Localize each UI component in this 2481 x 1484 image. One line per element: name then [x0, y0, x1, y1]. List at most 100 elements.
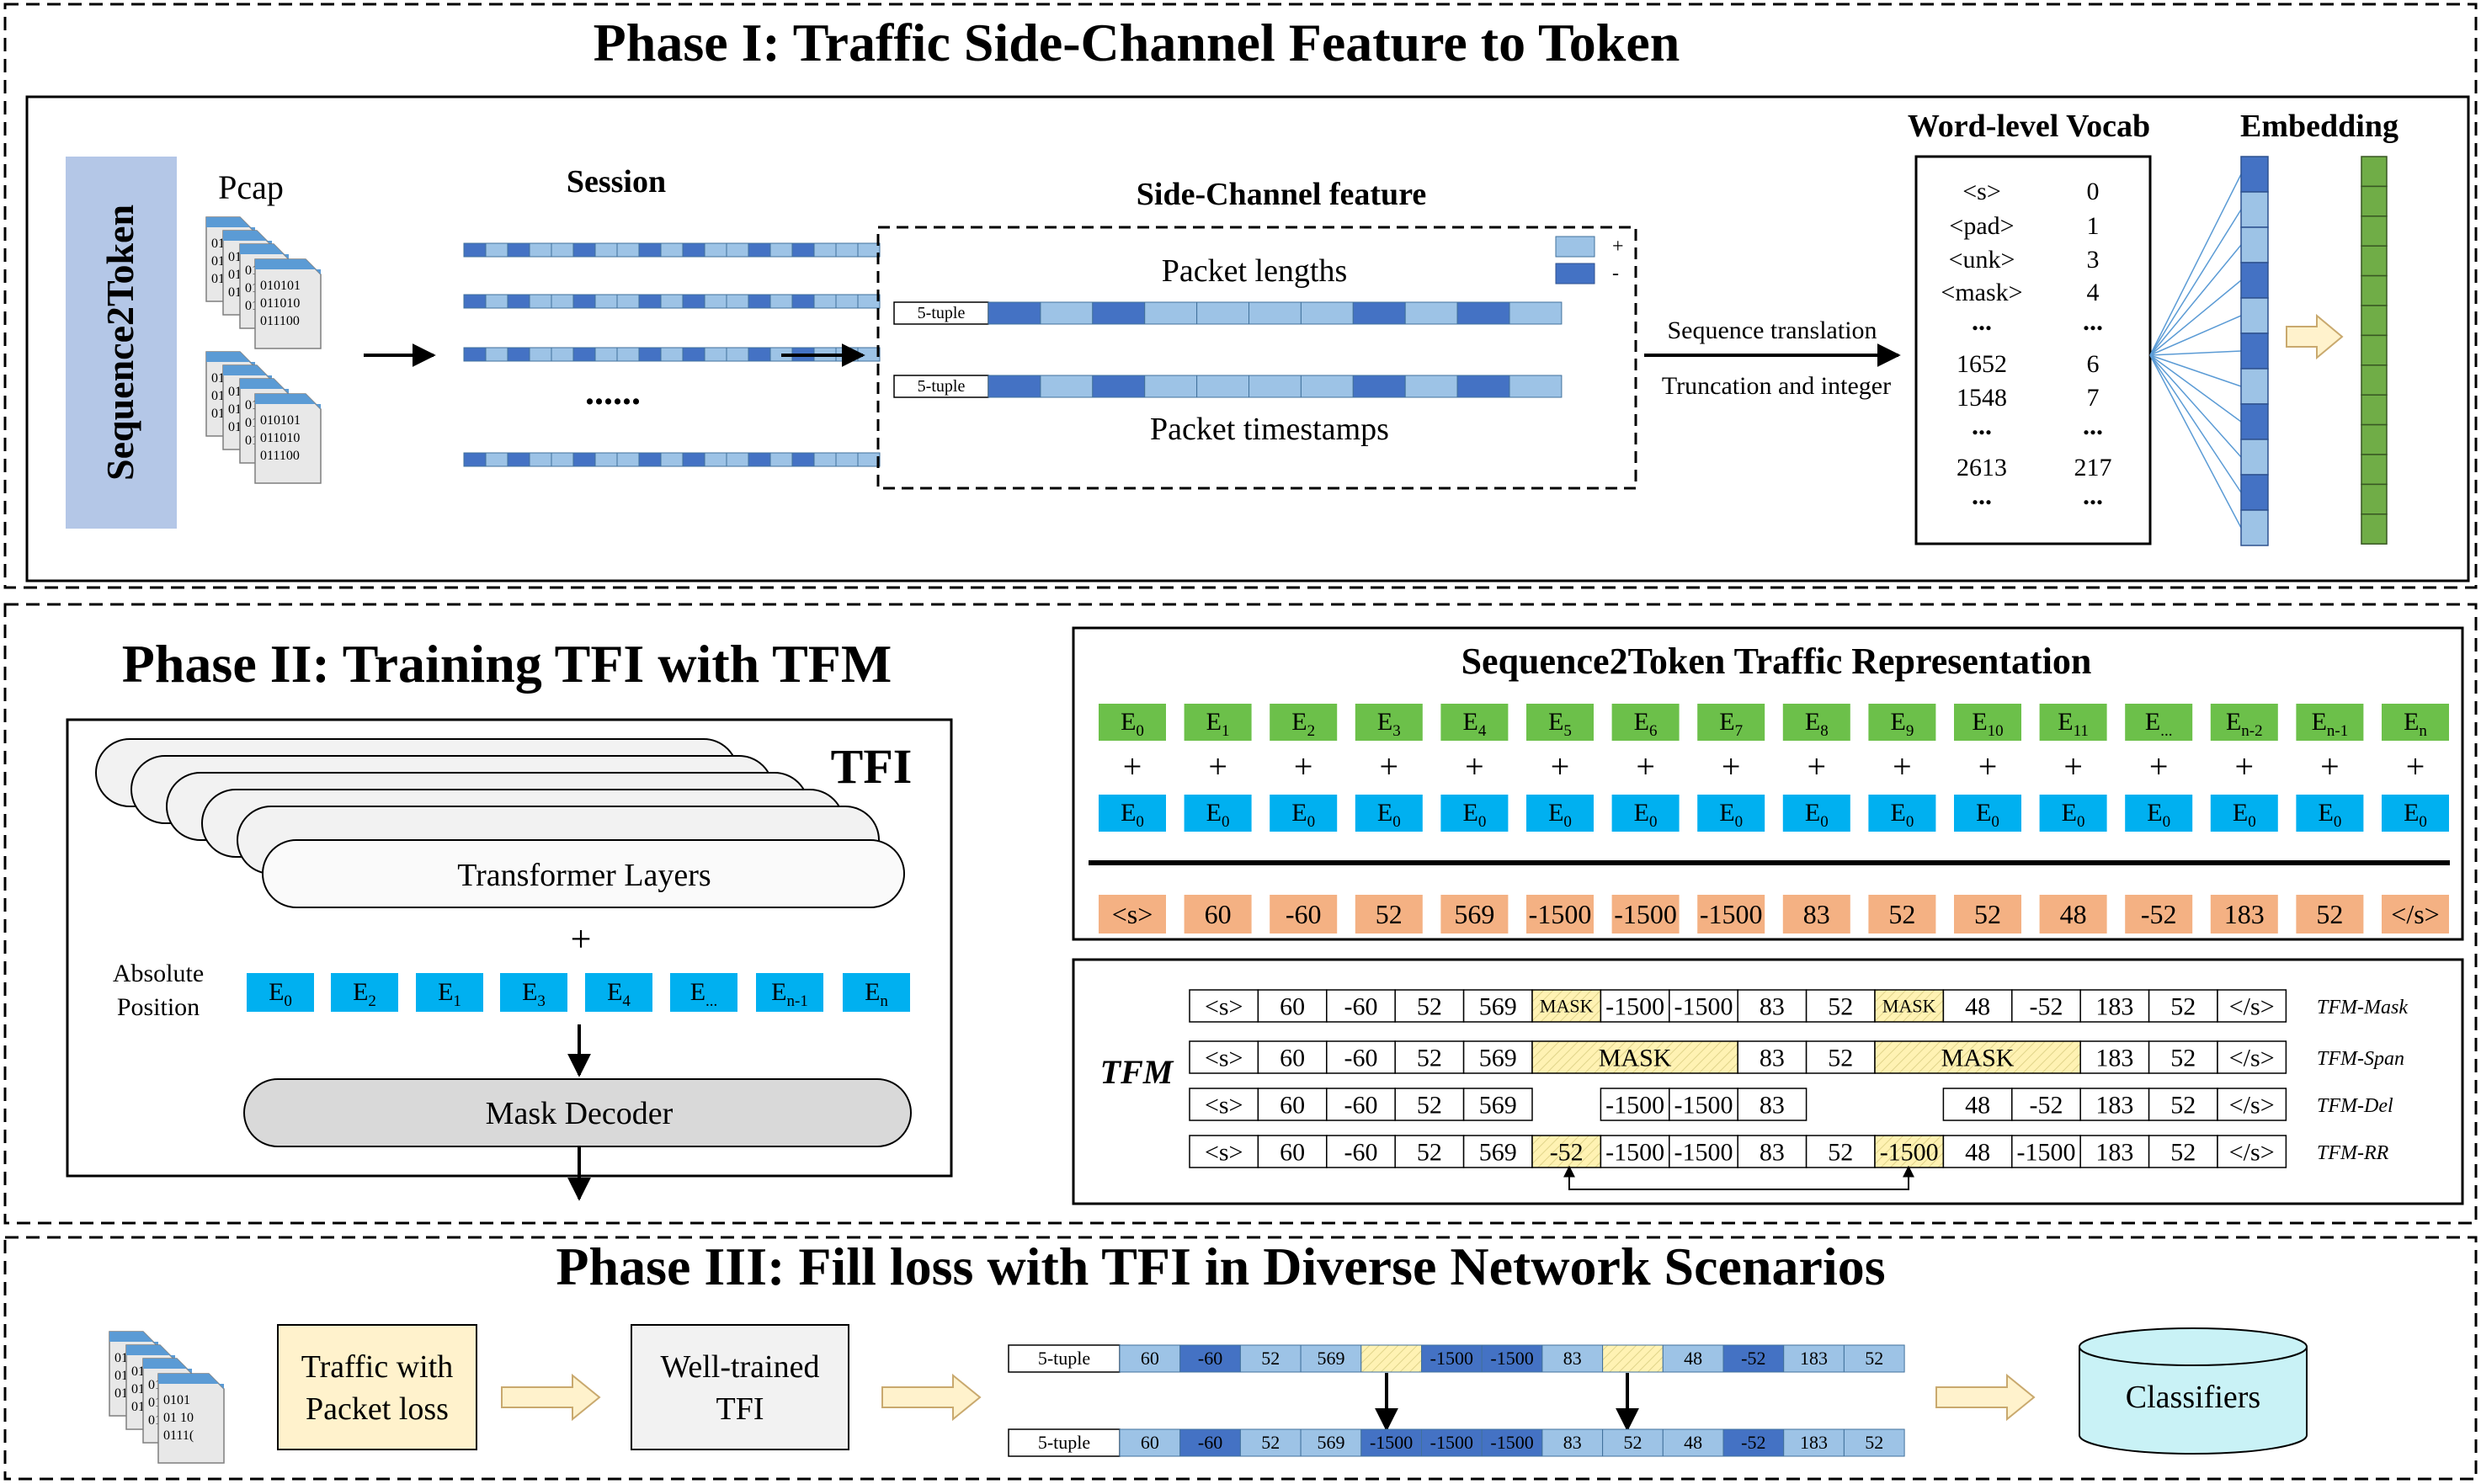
sequence-cell-label: 52: [1865, 1348, 1883, 1369]
plus-sign: +: [1294, 747, 1313, 785]
plus-sign: +: [1123, 747, 1142, 785]
tfm-cell: [1394, 1040, 1465, 1074]
tfm-cell-label: 60: [1280, 1045, 1305, 1072]
s2t-title: Sequence2Token Traffic Representation: [1461, 641, 2092, 682]
vocab-token: ...: [1972, 306, 1992, 336]
embedding-connection: [2149, 354, 2242, 493]
feature-cell: [1509, 375, 1563, 398]
tfm-cell-label: <s>: [1205, 993, 1243, 1021]
session-cell: [616, 242, 640, 258]
session-cell: [660, 294, 684, 309]
value-token: [1270, 895, 1338, 933]
vocab-vector-cell: [2240, 297, 2269, 334]
session-cell: [551, 452, 574, 467]
tfm-cell: [1257, 1040, 1328, 1074]
plus-sign: +: [1978, 747, 1998, 785]
phase3-frame: [3, 1236, 2478, 1481]
position-embedding: [2039, 795, 2107, 832]
tfm-cell: [1669, 1135, 1738, 1168]
tfm-cell-label: 52: [2170, 1045, 2196, 1072]
tfm-cell: [1737, 1135, 1808, 1168]
sequence-cell-label: 83: [1563, 1432, 1582, 1453]
sequence2token-label: Sequence2Token: [98, 205, 141, 481]
feature-cell: [1509, 301, 1563, 325]
position-token: [756, 973, 823, 1012]
sequence-cell: [1541, 1344, 1604, 1373]
embedding-vector-cell: [2361, 305, 2388, 337]
value-token: [1954, 895, 2021, 933]
position-embedding: [1184, 795, 1252, 832]
session-cell: [791, 294, 815, 309]
five-tuple-cell: [893, 375, 989, 398]
sequence-cell-label: 52: [1623, 1432, 1642, 1453]
session-cell: [857, 294, 881, 309]
tfm-cell: [1326, 989, 1396, 1023]
tfm-cell-label: 569: [1479, 1092, 1517, 1120]
sequence-cell-label: 48: [1684, 1432, 1702, 1453]
session-cell: [594, 452, 618, 467]
feature-cell: [1404, 375, 1458, 398]
embedding-title: Embedding: [2240, 109, 2398, 144]
position-embedding: [1355, 795, 1423, 832]
tfm-cell-label: 52: [2170, 1092, 2196, 1120]
tfm-box: [1072, 958, 2464, 1205]
file-bits: 010101: [260, 279, 301, 293]
position-embedding: [2382, 795, 2449, 832]
value-token: [2210, 895, 2278, 933]
plus-sign: +: [1465, 747, 1484, 785]
pcap-label: Pcap: [218, 168, 284, 206]
five-tuple-label: 5-tuple: [918, 377, 966, 396]
tfm-cell-label: 183: [2095, 1045, 2133, 1072]
session-cell: [704, 347, 727, 362]
tfm-cell-label: -60: [1344, 1045, 1378, 1072]
token-embedding: [1355, 704, 1423, 741]
token-embedding-label: E3: [1377, 708, 1401, 740]
session-cell: [748, 452, 771, 467]
plus-sign: +: [2063, 747, 2083, 785]
transformer-layer-stack: [95, 738, 905, 908]
sequence-cell: [1783, 1428, 1845, 1457]
tfm-cell-label: -52: [2030, 993, 2063, 1021]
pcap-file-stack: 0100110110100110110100110110101010110100…: [205, 351, 322, 484]
tfm-cell: [1874, 989, 1945, 1023]
tfm-cell-label: </s>: [2229, 993, 2275, 1021]
plus-row: ++++++++++++++++: [1123, 747, 2425, 785]
vocab-index: 0: [2087, 178, 2100, 205]
value-token-label: -1500: [1529, 899, 1592, 929]
tfm-cell: [1326, 1040, 1396, 1074]
session-cell: [551, 294, 574, 309]
position-embedding: [2210, 795, 2278, 832]
vocab-token: ...: [1972, 480, 1992, 510]
tfm-cell: [2148, 1135, 2218, 1168]
session-cell: [835, 294, 859, 309]
vocab-vector-cell: [2240, 262, 2269, 299]
embedding-connection: [2149, 354, 2242, 423]
sequence-translation-label: Sequence translation: [1667, 316, 1877, 344]
sequence-cell: [1481, 1428, 1543, 1457]
session-cell: [485, 294, 508, 309]
value-token-label: -52: [2141, 899, 2177, 929]
feature-cell: [1300, 301, 1354, 325]
tfi-label: TFI: [831, 739, 913, 794]
sequence-cell-label: -1500: [1490, 1348, 1533, 1369]
sequence-cell: [1843, 1344, 1905, 1373]
tfm-cell: [1394, 989, 1465, 1023]
tfm-cell-label: 60: [1280, 1139, 1305, 1167]
session-cell: [616, 347, 640, 362]
position-embedding-label: E0: [1719, 799, 1743, 831]
tfm-cell: [1462, 1088, 1533, 1121]
token-embedding: [1697, 704, 1765, 741]
session-cell: [551, 242, 574, 258]
traffic-loss-line2: Packet loss: [306, 1391, 449, 1427]
tfm-cell: [2217, 1088, 2287, 1121]
packet-timestamps-bar: 5-tuple: [893, 375, 1563, 398]
position-token: [670, 973, 737, 1012]
tfm-cell-label: MASK: [1941, 1045, 2015, 1072]
tfm-strategy-name: TFM-Del: [2317, 1095, 2393, 1117]
session-cell: [813, 294, 837, 309]
sequence-cell: [1602, 1344, 1664, 1373]
